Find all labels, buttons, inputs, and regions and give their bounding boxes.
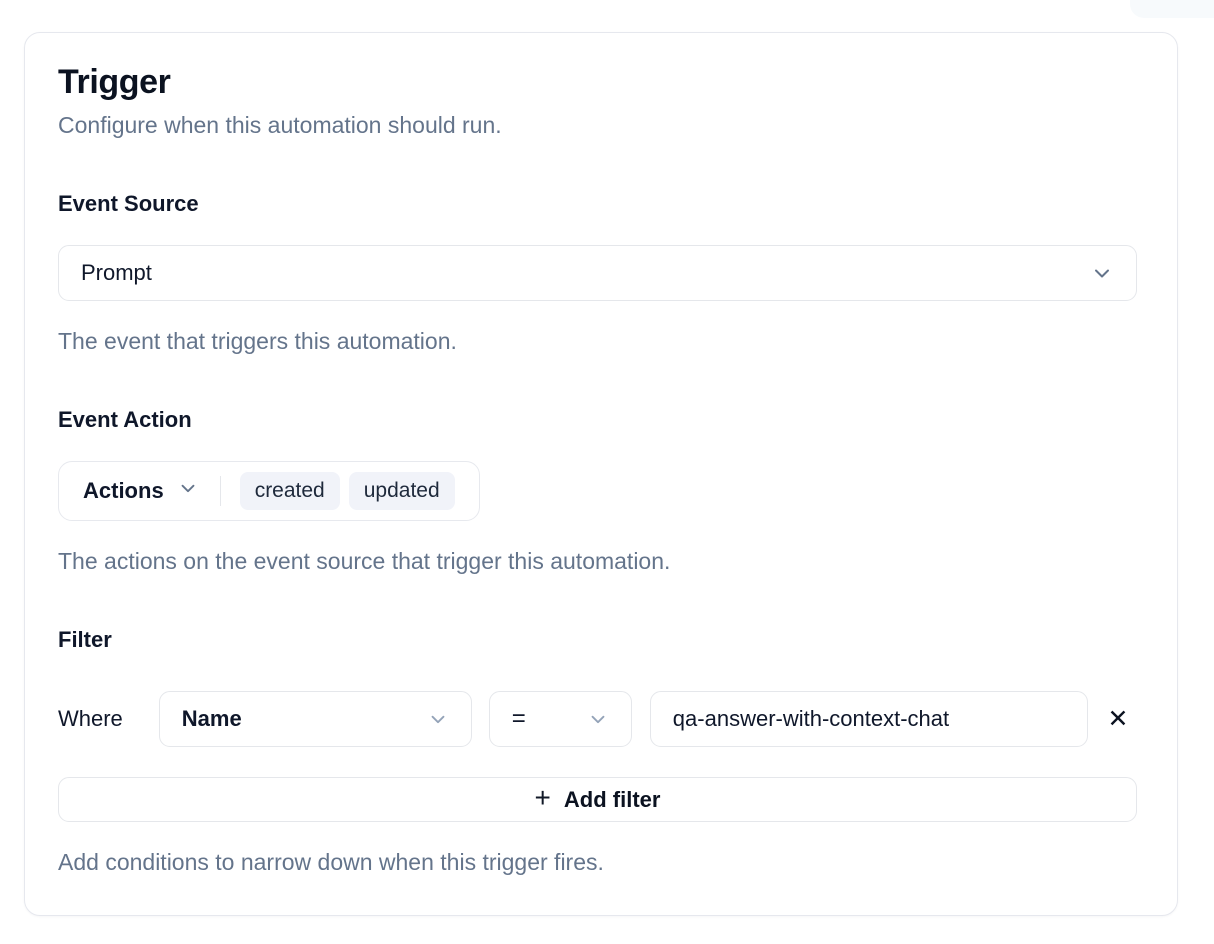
event-source-value: Prompt bbox=[81, 260, 152, 285]
filter-operator-value: = bbox=[511, 705, 526, 732]
close-icon: ✕ bbox=[1107, 704, 1129, 733]
event-action-tag[interactable]: updated bbox=[348, 472, 455, 510]
event-action-section: Event Action Actions created updated The… bbox=[58, 407, 1137, 575]
event-source-label: Event Source bbox=[58, 191, 199, 216]
filter-where-label: Where bbox=[58, 706, 123, 731]
filter-field-value: Name bbox=[181, 706, 242, 731]
chevron-down-icon bbox=[427, 708, 449, 730]
plus-icon: + bbox=[534, 782, 551, 813]
filter-help: Add conditions to narrow down when this … bbox=[58, 849, 604, 875]
event-source-select[interactable]: Prompt bbox=[58, 245, 1137, 301]
panel-title: Trigger bbox=[58, 63, 171, 101]
divider bbox=[219, 476, 221, 506]
event-action-help: The actions on the event source that tri… bbox=[58, 548, 671, 574]
chevron-down-icon bbox=[177, 477, 199, 505]
event-action-dropdown[interactable]: Actions bbox=[83, 477, 199, 505]
chevron-down-icon bbox=[1090, 261, 1114, 285]
event-action-tag[interactable]: created bbox=[239, 472, 340, 510]
filter-label: Filter bbox=[58, 627, 112, 652]
filter-operator-select[interactable]: = bbox=[488, 691, 632, 747]
trigger-panel: Trigger Configure when this automation s… bbox=[24, 32, 1178, 916]
chevron-down-icon bbox=[587, 708, 609, 730]
panel-subtitle: Configure when this automation should ru… bbox=[58, 112, 502, 138]
event-source-section: Event Source Prompt The event that trigg… bbox=[58, 191, 1137, 355]
event-action-control: Actions created updated bbox=[58, 461, 480, 521]
add-filter-label: Add filter bbox=[563, 786, 661, 812]
cropped-element-top-right bbox=[1130, 0, 1214, 18]
add-filter-button[interactable]: + Add filter bbox=[58, 777, 1137, 822]
event-source-help: The event that triggers this automation. bbox=[58, 328, 457, 354]
event-action-dropdown-label: Actions bbox=[83, 478, 164, 503]
filter-section: Filter Where Name = ✕ + Add fi bbox=[58, 627, 1137, 876]
filter-value-input[interactable] bbox=[649, 691, 1088, 747]
filter-field-select[interactable]: Name bbox=[158, 691, 472, 747]
remove-filter-button[interactable]: ✕ bbox=[1099, 700, 1137, 738]
filter-row: Where Name = ✕ bbox=[58, 691, 1137, 747]
event-action-label: Event Action bbox=[58, 407, 192, 432]
